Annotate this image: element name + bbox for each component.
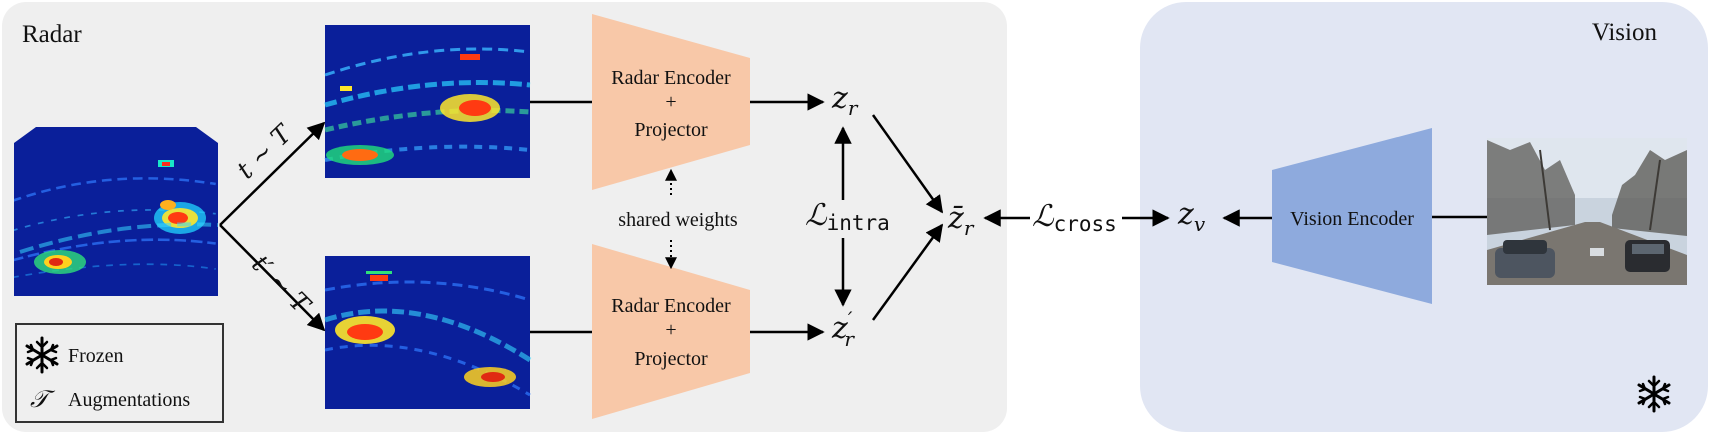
vision-encoder: Vision Encoder <box>1272 128 1432 304</box>
z-r-label: zr <box>831 81 859 120</box>
vision-panel-title: Vision <box>1592 19 1658 46</box>
loss-intra-label: ℒintra <box>805 198 890 235</box>
radar-encoder-bottom-line3: Projector <box>634 348 708 370</box>
input-radar-image <box>14 127 218 296</box>
z-bar-r-label: z̄r <box>947 201 975 240</box>
augmented-radar-image-bottom <box>324 256 532 409</box>
zr-prime-to-zbar-arrow <box>871 223 944 321</box>
fork-arrow-bottom <box>219 224 326 332</box>
z-r-prime-label: z′r <box>831 307 855 351</box>
radar-encoder-top-line3: Projector <box>634 119 708 141</box>
radar-panel <box>2 2 1007 432</box>
z-v-label: zv <box>1177 197 1206 236</box>
camera-image <box>1487 138 1687 285</box>
vision-encoder-label: Vision Encoder <box>1290 208 1414 230</box>
legend-frozen-label: Frozen <box>68 345 124 367</box>
radar-encoder-bottom-line1: Radar Encoder <box>611 295 731 317</box>
legend-augmentations-label: Augmentations <box>68 389 190 411</box>
fork-arrow-top <box>219 121 326 226</box>
radar-encoder-bottom: Radar Encoder + Projector <box>592 244 750 419</box>
shared-weights-label: shared weights <box>618 209 738 231</box>
zr-to-zbar-arrow <box>871 114 944 214</box>
radar-panel-title: Radar <box>22 21 82 48</box>
radar-encoder-top-line2: + <box>665 91 676 113</box>
radar-encoder-bottom-line2: + <box>665 319 676 341</box>
radar-encoder-top-line1: Radar Encoder <box>611 67 731 89</box>
augmented-radar-image-top <box>324 25 531 178</box>
vision-frozen-snowflake-icon <box>1637 375 1671 413</box>
legend-box: Frozen 𝒯 Augmentations <box>15 323 224 423</box>
loss-cross-label: ℒcross <box>1032 199 1117 236</box>
snowflake-icon <box>25 336 59 374</box>
radar-encoder-top: Radar Encoder + Projector <box>592 14 750 190</box>
